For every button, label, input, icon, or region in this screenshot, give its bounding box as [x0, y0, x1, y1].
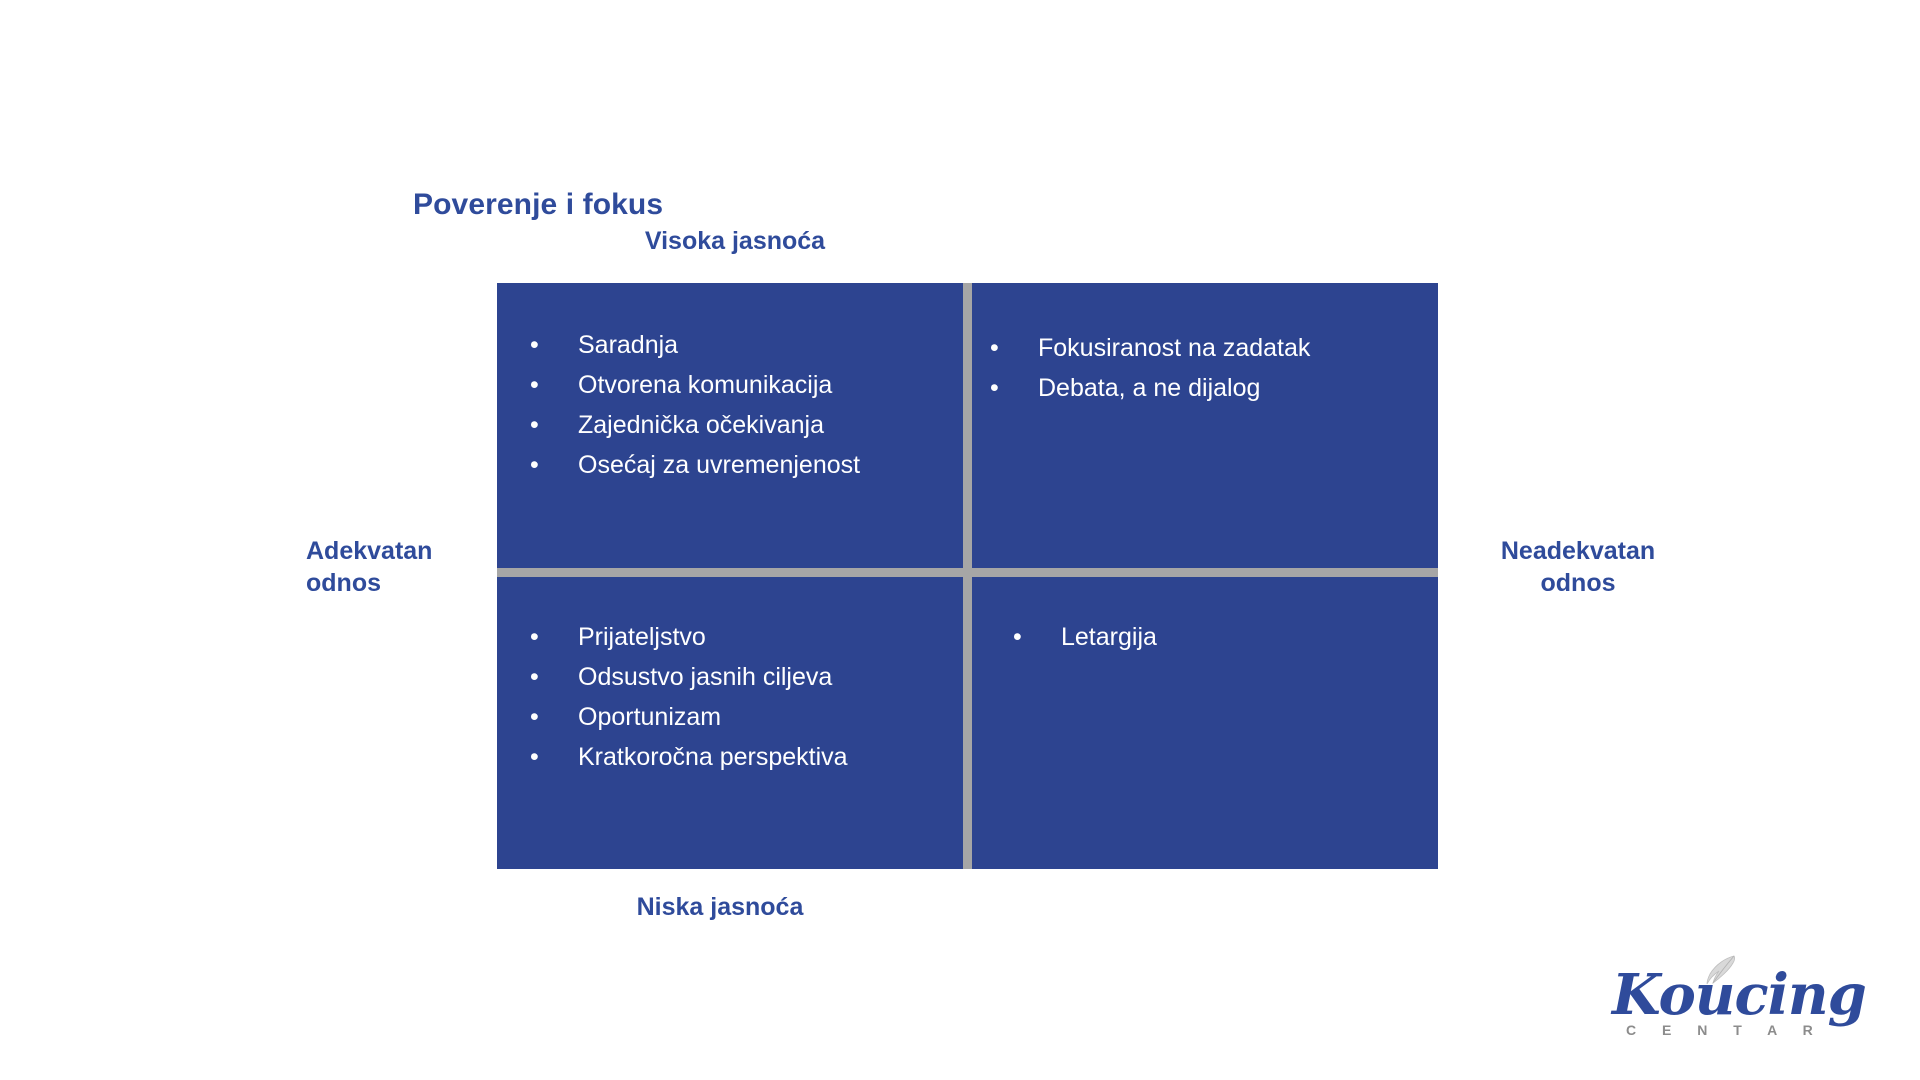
bullet-icon: •	[530, 623, 539, 651]
feather-icon	[1706, 955, 1736, 985]
list-item-label: Debata, a ne dijalog	[1038, 374, 1261, 403]
axis-label-bottom: Niska jasnoća	[636, 893, 804, 921]
brand-logo-wordmark: Koucing	[1612, 962, 1867, 1028]
list-item-label: Oportunizam	[578, 703, 722, 732]
list-item-label: Letargija	[1061, 623, 1157, 651]
list-item: • Osećaj za uvremenjenost	[530, 445, 963, 485]
bullet-icon: •	[530, 663, 539, 692]
bullet-icon: •	[990, 374, 999, 403]
bullet-list-top-right: • Fokusiranost na zadatak • Debata, a ne…	[972, 283, 1438, 408]
axis-label-right: Neadekvatan odnos	[1500, 537, 1656, 597]
bullet-list-bottom-right: • Letargija	[972, 577, 1438, 657]
brand-logo: Koucing C E N T A R	[1612, 955, 1867, 1044]
quadrant-bottom-right: • Letargija	[972, 577, 1438, 869]
list-item: • Saradnja	[530, 325, 963, 365]
list-item: • Oportunizam	[530, 697, 963, 737]
list-item-label: Prijateljstvo	[578, 623, 706, 651]
list-item: • Zajednička očekivanja	[530, 405, 963, 445]
axis-label-top: Visoka jasnoća	[644, 227, 826, 255]
list-item: • Kratkoročna perspektiva	[530, 737, 963, 777]
list-item-label: Fokusiranost na zadatak	[1038, 334, 1311, 362]
list-item: • Fokusiranost na zadatak	[990, 328, 1438, 368]
list-item-label: Osećaj za uvremenjenost	[578, 451, 861, 480]
list-item: • Odsustvo jasnih ciljeva	[530, 657, 963, 697]
bullet-icon: •	[990, 334, 999, 362]
quadrant-bottom-left: • Prijateljstvo • Odsustvo jasnih ciljev…	[497, 577, 963, 869]
bullet-icon: •	[530, 451, 539, 480]
quadrant-matrix: • Saradnja • Otvorena komunikacija • Zaj…	[497, 283, 1438, 869]
axis-label-left: Adekvatan odnos	[306, 537, 433, 597]
bullet-icon: •	[1013, 623, 1022, 651]
list-item-label: Kratkoročna perspektiva	[578, 743, 848, 772]
list-item-label: Otvorena komunikacija	[578, 371, 833, 400]
horizontal-divider	[497, 568, 1438, 577]
list-item-label: Zajednička očekivanja	[578, 411, 824, 440]
list-item-label: Saradnja	[578, 331, 679, 359]
bullet-icon: •	[530, 331, 539, 359]
bullet-icon: •	[530, 703, 539, 732]
page-title: Poverenje i fokus	[413, 188, 664, 221]
bullet-icon: •	[530, 371, 539, 400]
list-item: • Debata, a ne dijalog	[990, 368, 1438, 408]
bullet-list-top-left: • Saradnja • Otvorena komunikacija • Zaj…	[497, 283, 963, 486]
list-item-label: Odsustvo jasnih ciljeva	[578, 663, 833, 692]
bullet-icon: •	[530, 411, 539, 440]
bullet-icon: •	[530, 743, 539, 772]
quadrant-top-left: • Saradnja • Otvorena komunikacija • Zaj…	[497, 283, 963, 568]
list-item: • Letargija	[1013, 617, 1438, 657]
quadrant-top-right: • Fokusiranost na zadatak • Debata, a ne…	[972, 283, 1438, 568]
list-item: • Otvorena komunikacija	[530, 365, 963, 405]
bullet-list-bottom-left: • Prijateljstvo • Odsustvo jasnih ciljev…	[497, 577, 963, 778]
list-item: • Prijateljstvo	[530, 617, 963, 657]
brand-logo-subtitle: C E N T A R	[1626, 1022, 1824, 1038]
